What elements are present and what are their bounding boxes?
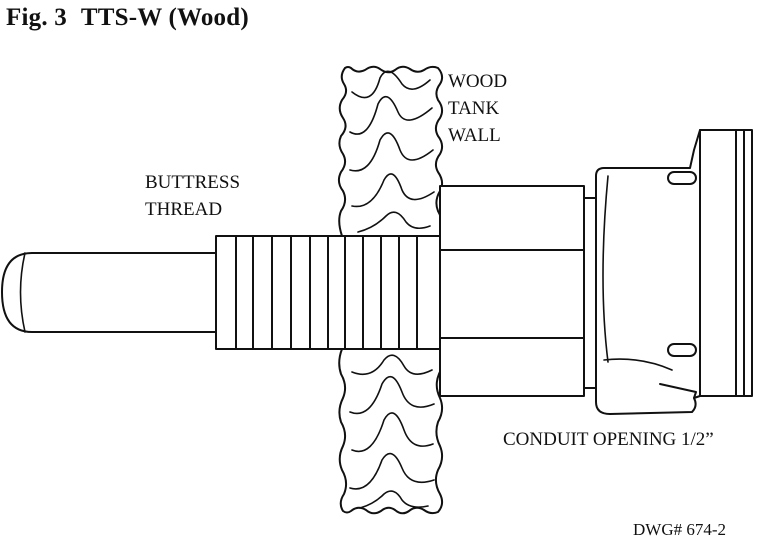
drawing-number: DWG# 674-2: [633, 520, 727, 539]
buttress-thread-label: BUTTRESS THREAD: [145, 169, 240, 223]
wood-wall-upper: [337, 65, 444, 237]
figure-name: TTS-W (Wood): [80, 4, 249, 31]
probe-shaft: [1, 252, 217, 333]
wall-label-line-1: WOOD: [448, 71, 508, 92]
cap-neck: [583, 197, 597, 389]
buttress-thread: [215, 235, 441, 350]
thread-label-line-2: THREAD: [145, 199, 223, 220]
wall-label-line-3: WALL: [448, 125, 501, 146]
wood-wall-lower: [338, 348, 444, 515]
figure-number: Fig. 3: [6, 4, 67, 31]
figure-title: Fig. 3 TTS-W (Wood): [6, 4, 249, 32]
wood-grain-lower: [349, 354, 435, 509]
enclosure-cap: [595, 129, 753, 415]
wall-label-line-2: TANK: [448, 98, 500, 119]
hex-body: [439, 185, 585, 397]
conduit-opening-label: CONDUIT OPENING 1/2”: [503, 429, 714, 450]
thread-label-line-1: BUTTRESS: [145, 172, 241, 193]
wood-tank-wall-label: WOOD TANK WALL: [448, 68, 507, 149]
wood-grain-upper: [349, 70, 435, 233]
